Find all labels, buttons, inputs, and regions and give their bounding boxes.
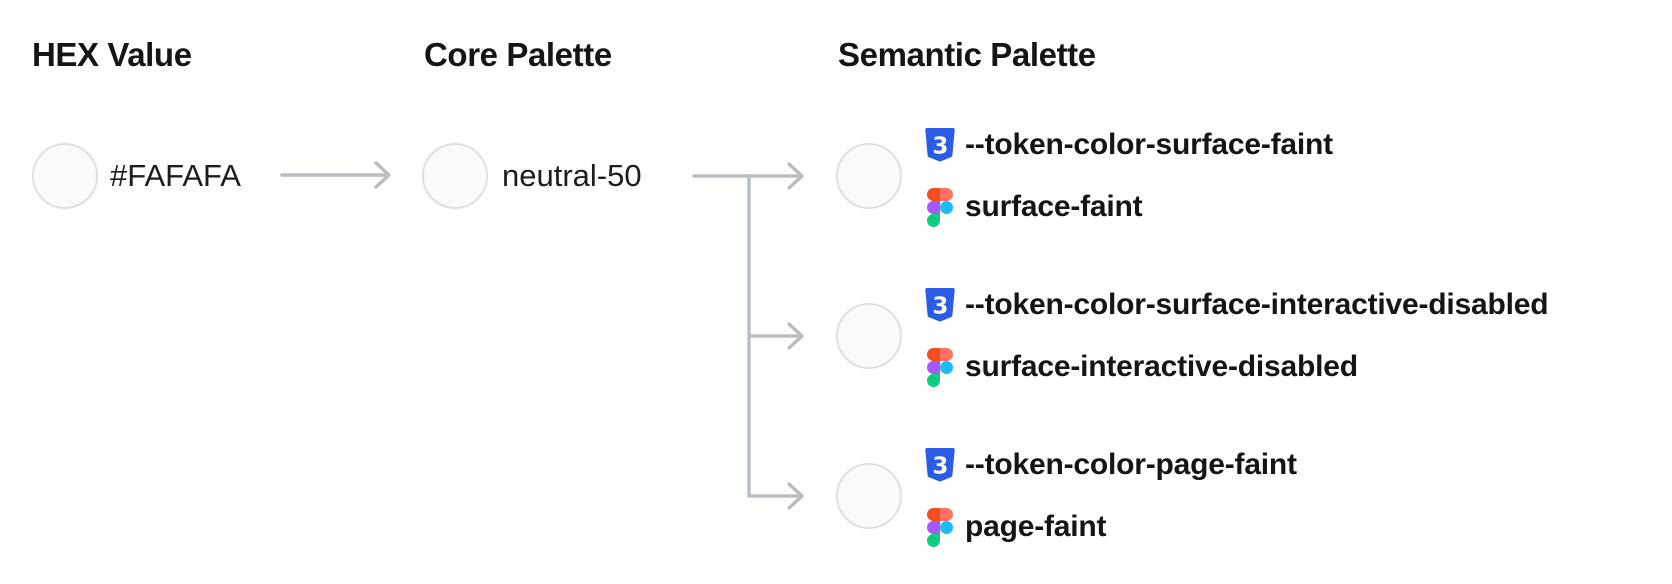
figma-logo-icon — [925, 187, 955, 227]
arrowhead-sem3 — [787, 482, 804, 510]
arrowhead-hex-to-core — [374, 161, 391, 189]
css3-badge-icon: 3 — [925, 128, 955, 162]
semantic-color-swatch — [836, 303, 902, 369]
hex-value-label: #FAFAFA — [110, 158, 241, 193]
semantic-color-swatch — [836, 143, 902, 209]
column-title-semantic-palette: Semantic Palette — [838, 36, 1096, 73]
arrowhead-sem2 — [787, 322, 804, 350]
core-palette-label: neutral-50 — [502, 158, 642, 193]
core-color-swatch — [422, 143, 488, 209]
css-token-row: 3 --token-color-surface-faint — [925, 124, 1333, 166]
hex-color-swatch — [32, 143, 98, 209]
figma-token-row: page-faint — [925, 506, 1297, 548]
figma-token-name: page-faint — [965, 510, 1107, 543]
semantic-color-swatch — [836, 463, 902, 529]
figma-token-row: surface-faint — [925, 186, 1333, 228]
css3-badge-icon: 3 — [925, 448, 955, 482]
svg-text:3: 3 — [932, 134, 948, 160]
css-token-name: --token-color-surface-faint — [965, 128, 1333, 161]
svg-text:3: 3 — [932, 294, 948, 320]
semantic-token-entry: 3 --token-color-surface-faint surface-fa… — [925, 124, 1333, 228]
svg-text:3: 3 — [932, 454, 948, 480]
column-title-core-palette: Core Palette — [424, 36, 612, 73]
css3-badge-icon: 3 — [925, 288, 955, 322]
figma-logo-icon — [925, 347, 955, 387]
figma-token-row: surface-interactive-disabled — [925, 346, 1548, 388]
arrowhead-sem1 — [787, 162, 804, 190]
css-token-row: 3 --token-color-page-faint — [925, 444, 1297, 486]
semantic-token-entry: 3 --token-color-page-faint page-faint — [925, 444, 1297, 548]
figma-logo-icon — [925, 507, 955, 547]
css-token-name: --token-color-page-faint — [965, 448, 1297, 481]
css-token-row: 3 --token-color-surface-interactive-disa… — [925, 284, 1549, 326]
figma-token-name: surface-interactive-disabled — [965, 350, 1358, 383]
column-title-hex-value: HEX Value — [32, 36, 192, 73]
semantic-token-entry: 3 --token-color-surface-interactive-disa… — [925, 284, 1549, 388]
figma-token-name: surface-faint — [965, 190, 1143, 223]
css-token-name: --token-color-surface-interactive-disabl… — [965, 288, 1549, 321]
